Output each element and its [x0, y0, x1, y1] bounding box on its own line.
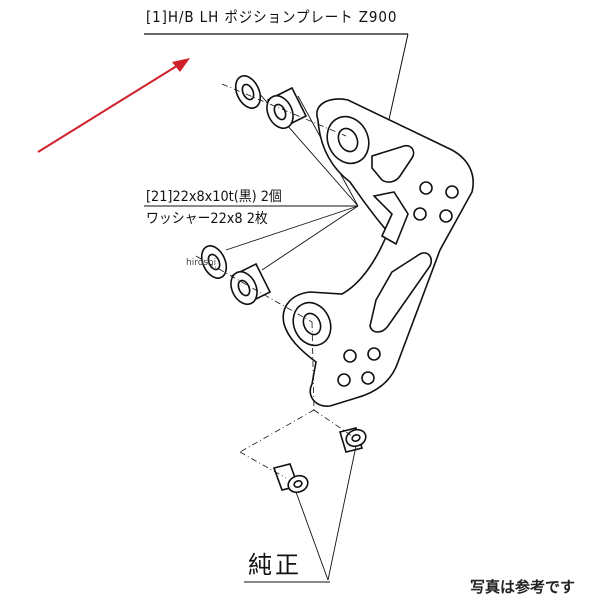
- lower-spacer: [230, 262, 272, 306]
- watermark-text: hiroshi: [186, 258, 217, 268]
- red-arrow-icon: [37, 58, 190, 153]
- flange-bolt-upper: [338, 427, 367, 453]
- genuine-parts-label: 純正: [248, 551, 302, 579]
- spacer-spec-label: [21]22x8x10t(黒) 2個: [146, 189, 282, 205]
- upper-washer: [234, 75, 262, 109]
- upper-spacer: [266, 86, 308, 130]
- reference-photo-note: 写真は参考です: [470, 578, 576, 596]
- genuine-leader-lines: [295, 445, 357, 581]
- position-plate: [282, 98, 474, 407]
- flange-bolt-lower: [272, 463, 309, 494]
- assembly-center-lines: [195, 83, 353, 479]
- washer-spec-label: ワッシャー22x8 2枚: [146, 211, 268, 227]
- part-title-label: [1]H/B LH ポジションプレート Z900: [146, 8, 398, 26]
